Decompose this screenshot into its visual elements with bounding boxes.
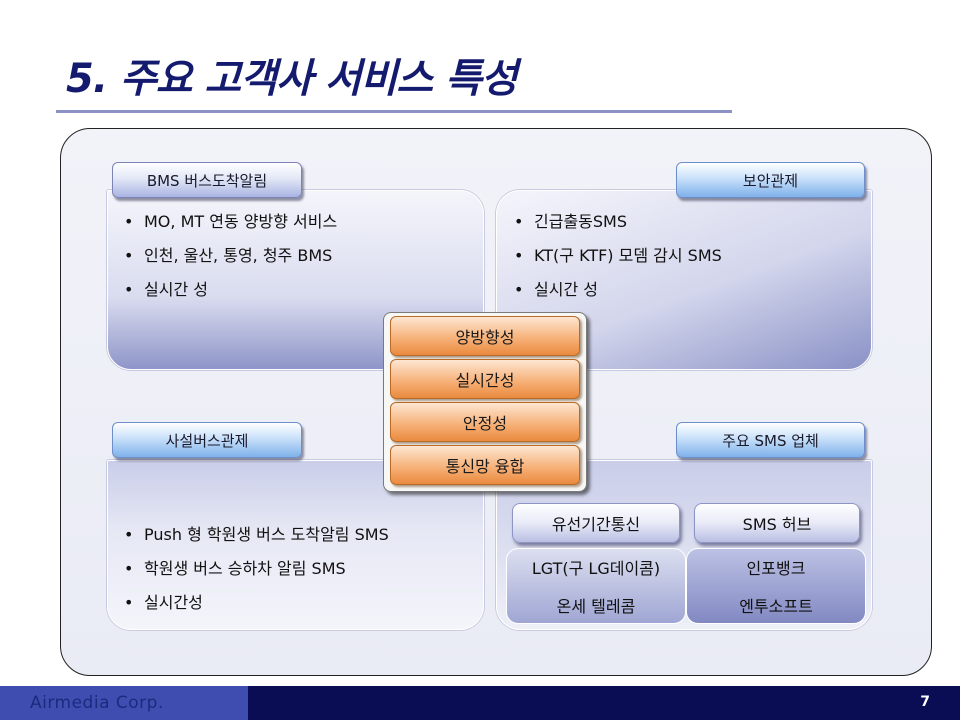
bullet-icon: • [514, 212, 524, 231]
bullet-icon: • [124, 593, 134, 612]
wired-carrier-tab: 유선기간통신 [512, 503, 680, 543]
bullet-icon: • [124, 559, 134, 578]
page-number: 7 [920, 694, 930, 710]
security-tab: 보안관제 [676, 162, 865, 198]
feature-network-convergence: 통신망 융합 [390, 445, 580, 485]
title-underline [56, 110, 732, 113]
feature-realtime: 실시간성 [390, 359, 580, 399]
company-name: Airmedia Corp. [30, 693, 164, 713]
list-item: •긴급출동SMS [514, 205, 722, 239]
feature-stability: 안정성 [390, 402, 580, 442]
company-name: 엔투소프트 [739, 597, 813, 616]
list-item: •실시간성 [124, 586, 389, 620]
private-bus-list: •Push 형 학원생 버스 도착알림 SMS •학원생 버스 승하차 알림 S… [124, 518, 389, 620]
bullet-icon: • [124, 525, 134, 544]
sms-companies-tab: 주요 SMS 업체 [676, 422, 865, 458]
wired-carrier-box: LGT(구 LG데이콤) 온세 텔레콤 [506, 548, 686, 624]
sms-hub-box: 인포뱅크 엔투소프트 [686, 548, 866, 624]
bullet-icon: • [124, 280, 134, 299]
bullet-icon: • [514, 246, 524, 265]
company-name: 인포뱅크 [746, 559, 806, 578]
bms-tab: BMS 버스도착알림 [112, 162, 302, 198]
list-item: •실시간 성 [514, 273, 722, 307]
list-item: •실시간 성 [124, 273, 337, 307]
bullet-icon: • [124, 246, 134, 265]
bullet-icon: • [514, 280, 524, 299]
footer-company-bar: Airmedia Corp. [0, 686, 248, 720]
bms-list: •MO, MT 연동 양방향 서비스 •인천, 울산, 통영, 청주 BMS •… [124, 205, 337, 307]
list-item: •KT(구 KTF) 모뎀 감시 SMS [514, 239, 722, 273]
company-name: 온세 텔레콤 [556, 597, 636, 616]
list-item: •학원생 버스 승하차 알림 SMS [124, 552, 389, 586]
page-title: 5. 주요 고객사 서비스 특성 [66, 56, 518, 102]
sms-hub-tab: SMS 허브 [694, 503, 860, 543]
private-bus-tab: 사설버스관제 [112, 422, 302, 458]
footer-bar: 7 [248, 686, 960, 720]
company-name: LGT(구 LG데이콤) [531, 559, 661, 578]
feature-bidirectional: 양방향성 [390, 316, 580, 356]
bullet-icon: • [124, 212, 134, 231]
security-list: •긴급출동SMS •KT(구 KTF) 모뎀 감시 SMS •실시간 성 [514, 205, 722, 307]
list-item: •인천, 울산, 통영, 청주 BMS [124, 239, 337, 273]
list-item: •MO, MT 연동 양방향 서비스 [124, 205, 337, 239]
list-item: •Push 형 학원생 버스 도착알림 SMS [124, 518, 389, 552]
